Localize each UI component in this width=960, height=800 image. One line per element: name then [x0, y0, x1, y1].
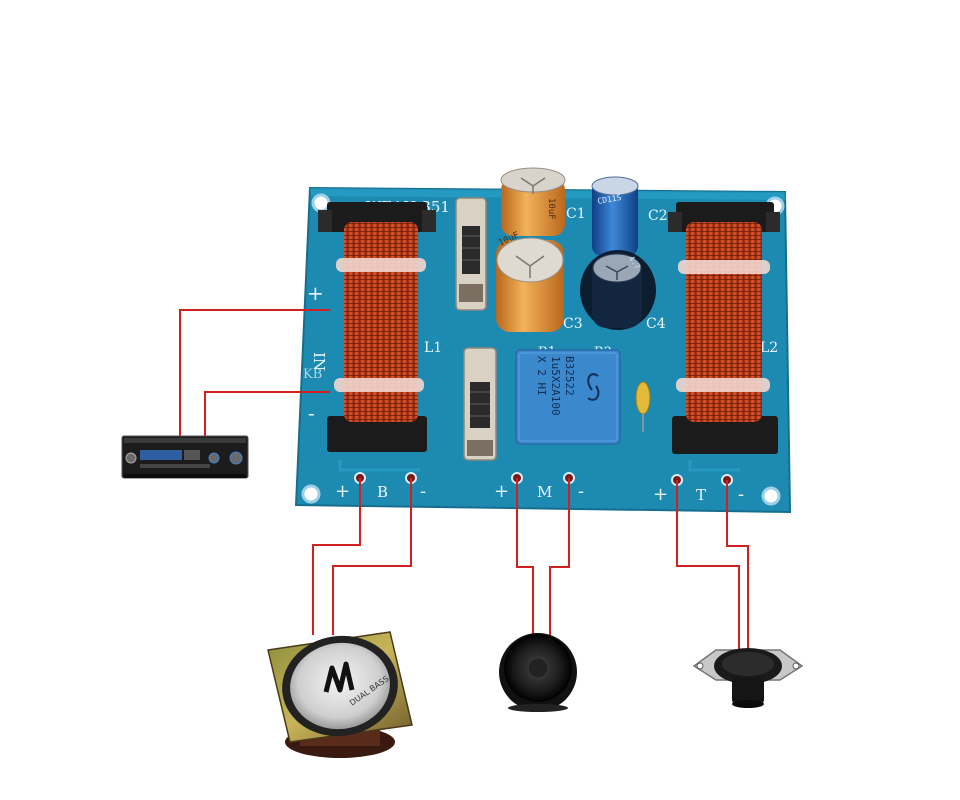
- inductor-l2: [668, 202, 780, 454]
- resistor-top: [455, 197, 487, 311]
- wire-mid-plus: [516, 478, 534, 636]
- wiring: [179, 309, 749, 652]
- bass-label: B: [377, 483, 388, 501]
- mid-minus-label: -: [578, 481, 584, 502]
- mounting-hole: [761, 486, 781, 506]
- film-cap-line-2: 1u5X2A100: [549, 356, 562, 416]
- input-plus-mark: +: [307, 281, 324, 305]
- input-label: IN: [310, 352, 328, 371]
- capacitor-c2: CD11S: [591, 176, 639, 256]
- manufacturer-logo: [587, 373, 600, 401]
- woofer-speaker-icon: DUAL BASS: [267, 631, 413, 758]
- coil-l1-label: L1: [424, 340, 442, 356]
- film-cap-line-1: B32522: [563, 356, 576, 396]
- inductor-l1: [318, 202, 436, 452]
- wire-input-minus: [204, 391, 330, 438]
- midrange-speaker-icon: [499, 633, 577, 712]
- mounting-hole: [301, 484, 321, 504]
- small-yellow-capacitor: [635, 381, 651, 432]
- film-capacitor: B32522 1u5X2A100 X 2 HI: [515, 349, 621, 445]
- capacitor-c4: 4.7: [580, 250, 656, 330]
- wire-bass-plus: [312, 478, 361, 635]
- kb-text: KB: [303, 367, 322, 382]
- wire-input-plus: [179, 309, 330, 438]
- wire-treble-plus: [676, 480, 740, 652]
- capacitor-c1: 10uF: [500, 167, 566, 236]
- amplifier-icon: [121, 435, 249, 479]
- treble-minus-label: -: [738, 484, 744, 505]
- wire-treble-minus: [726, 480, 749, 652]
- film-cap-line-3: X 2 HI: [535, 356, 548, 396]
- wire-mid-minus: [549, 478, 570, 636]
- wire-bass-minus: [332, 478, 412, 635]
- resistor-bottom: [463, 347, 497, 461]
- treble-label: T: [696, 486, 706, 504]
- cap-c2-label: C2: [648, 208, 668, 224]
- cap-c3-label: C3: [563, 316, 583, 332]
- treble-plus-label: +: [653, 484, 668, 505]
- capacitor-c1-text: 10uF: [546, 198, 556, 220]
- mid-plus-label: +: [494, 481, 509, 502]
- bass-plus-label: +: [335, 481, 350, 502]
- bass-minus-label: -: [420, 481, 426, 502]
- cap-c4-label: C4: [646, 316, 666, 332]
- capacitor-c2-text: CD11S: [597, 193, 622, 206]
- capacitor-c3: 10uF: [496, 230, 564, 332]
- cap-c1-label: C1: [566, 206, 586, 222]
- mid-label: M: [537, 483, 552, 501]
- input-minus-mark: -: [308, 401, 315, 425]
- coil-l2-label: L2: [760, 340, 778, 356]
- mounting-hole: [311, 193, 331, 213]
- tweeter-speaker-icon: [692, 648, 804, 708]
